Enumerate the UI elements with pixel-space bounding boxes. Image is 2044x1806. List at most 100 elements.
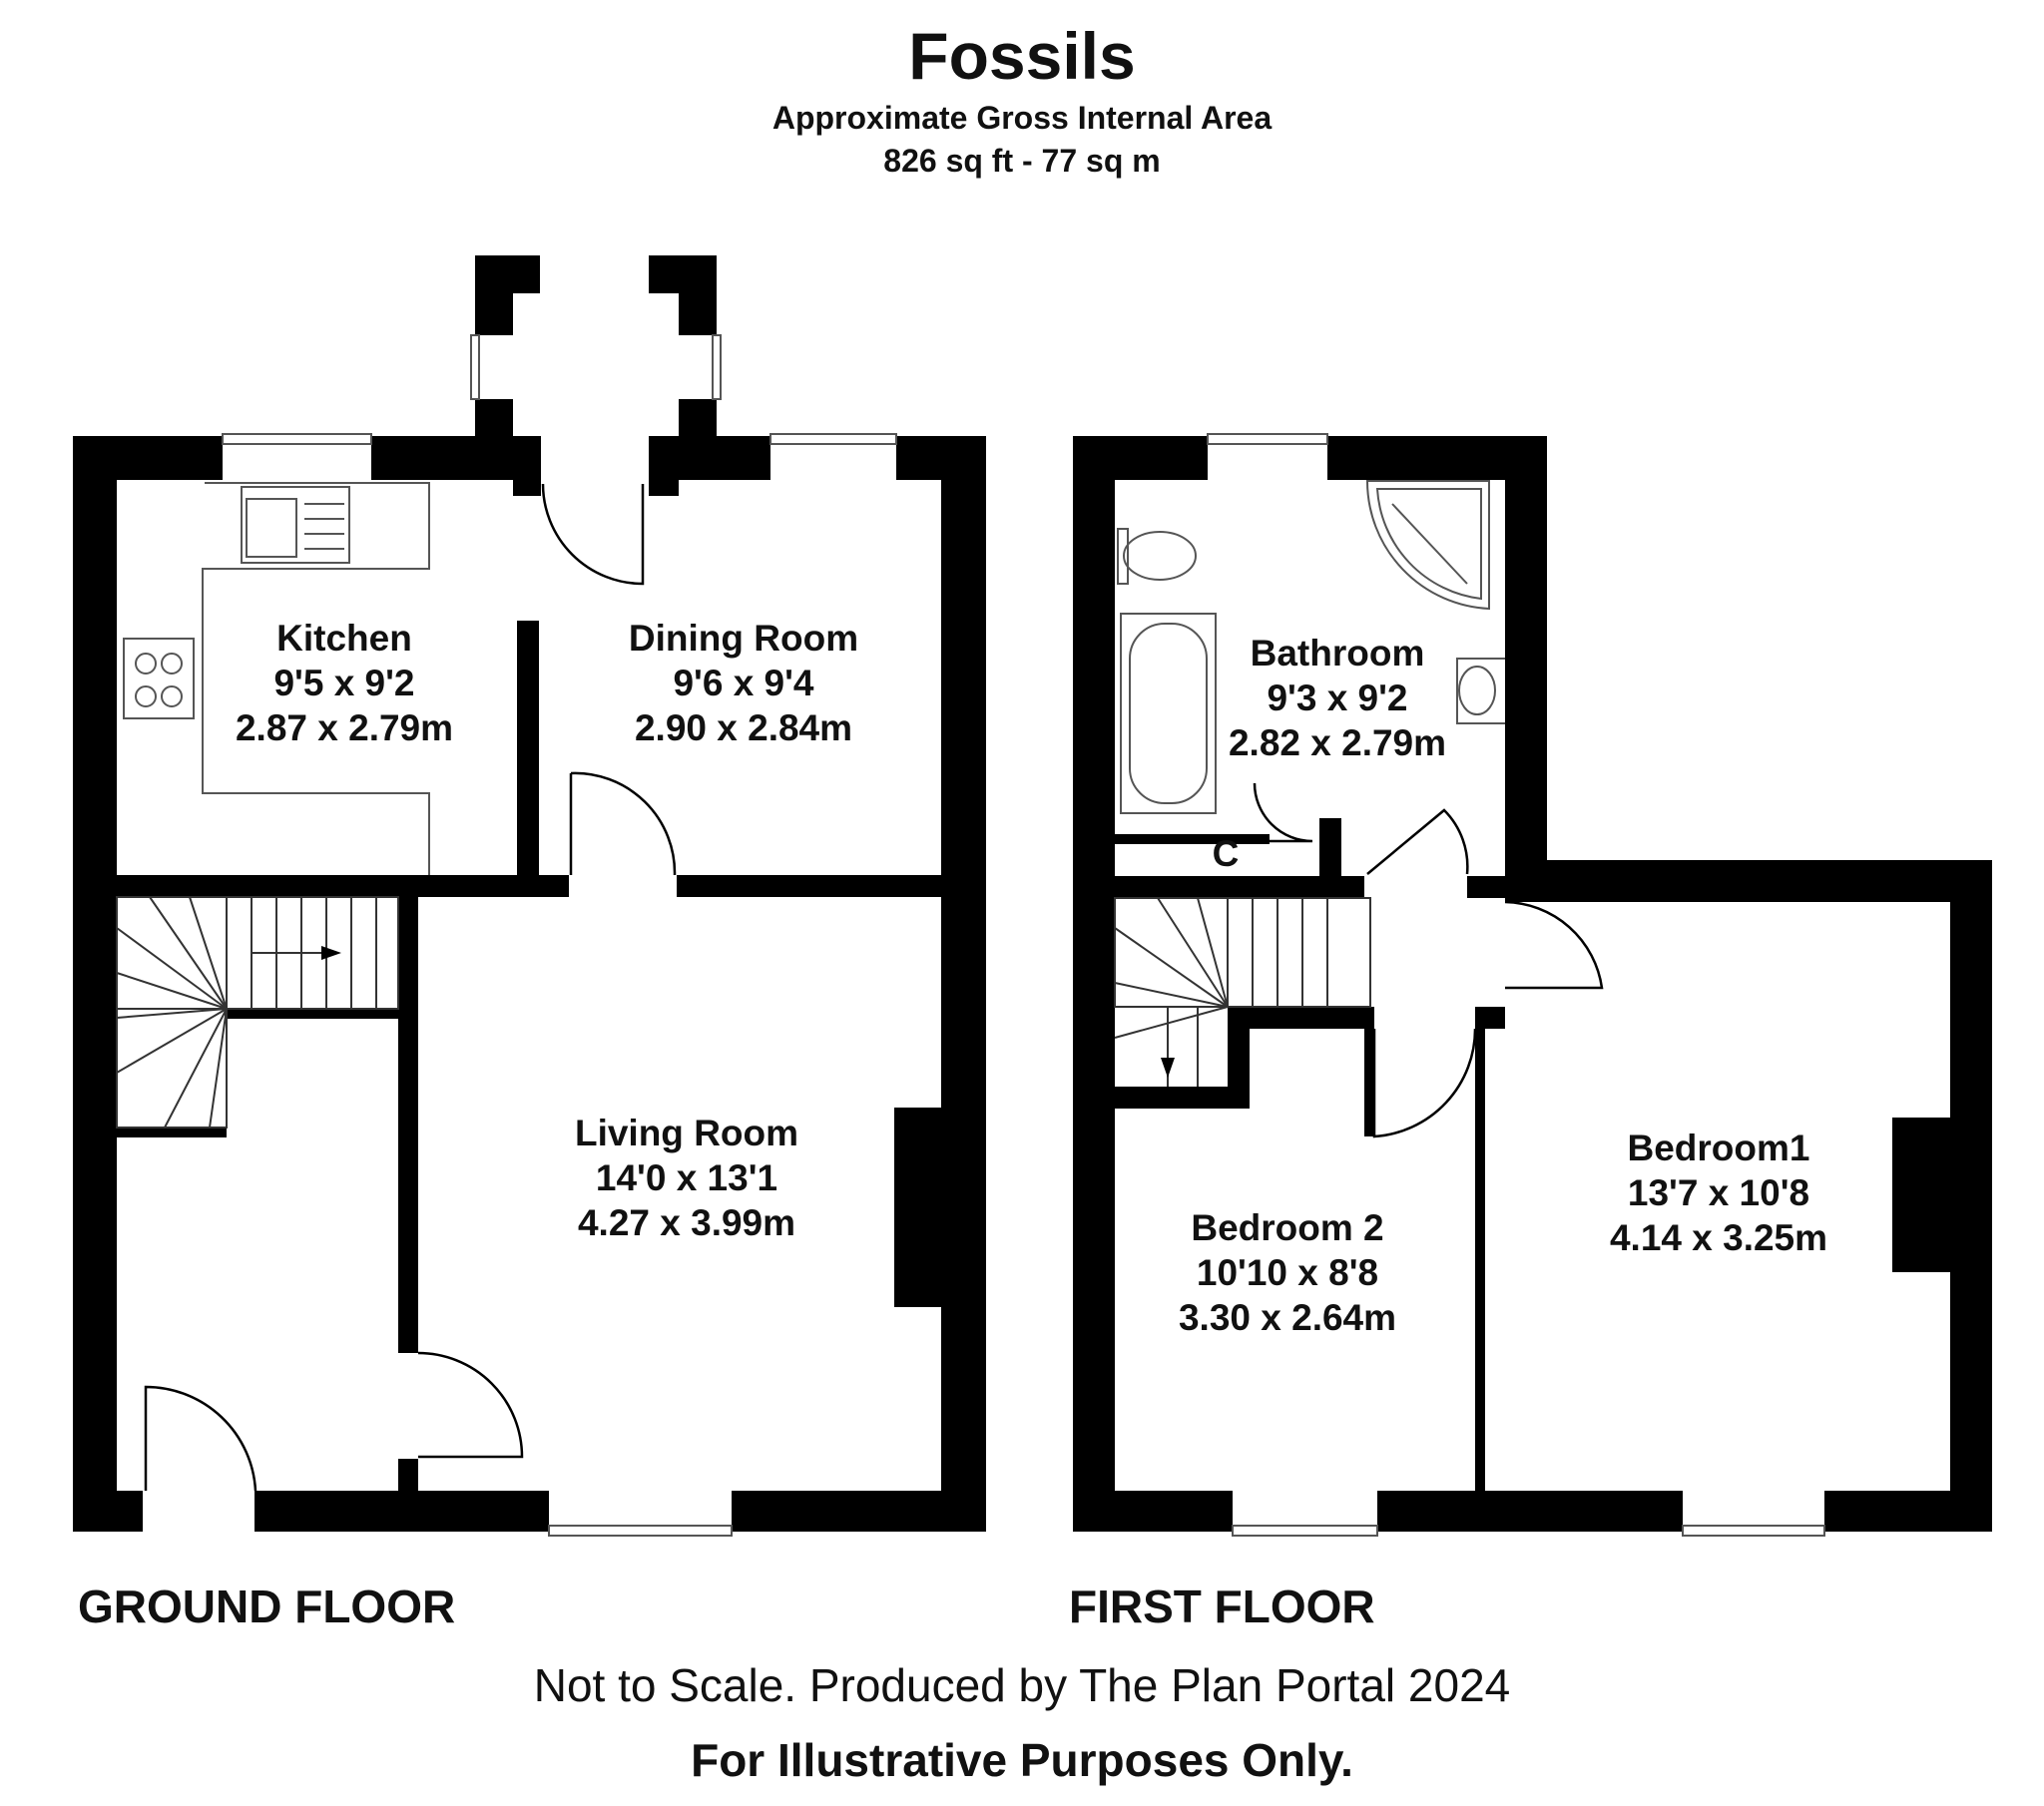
ground-south-wall-segment <box>255 1491 549 1532</box>
porch-door <box>541 483 645 586</box>
living-room-metric: 4.27 x 3.99m <box>578 1202 795 1243</box>
cupboard-north-wall <box>1115 834 1270 844</box>
bedroom1-metric: 4.14 x 3.25m <box>1610 1217 1827 1258</box>
stairwell-wall <box>1228 1007 1250 1107</box>
ground-south-wall-segment <box>732 1491 986 1532</box>
hob <box>123 638 195 719</box>
living-west-wall-end <box>398 1459 418 1491</box>
porch-wall <box>679 255 717 335</box>
bathroom-fittings <box>1117 480 1505 814</box>
bathroom-metric: 2.82 x 2.79m <box>1229 722 1446 763</box>
toilet-cistern <box>1117 528 1129 585</box>
landing-north-wall <box>1115 876 1364 898</box>
plan-title: Fossils <box>908 19 1136 93</box>
living-chimney-breast <box>894 1108 941 1307</box>
dining-window <box>769 433 897 445</box>
stairwell-wall <box>1228 1007 1370 1029</box>
kitchen-dining-partition <box>517 621 539 897</box>
dining-room-name: Dining Room <box>629 618 858 659</box>
cupboard-east-wall <box>1319 818 1341 898</box>
living-window <box>548 1525 733 1537</box>
first-south-wall-segment <box>1824 1491 1992 1532</box>
bedroom-partition <box>1475 1007 1485 1491</box>
living-room-imperial: 14'0 x 13'1 <box>596 1157 777 1198</box>
stair-direction-arrow <box>321 946 341 960</box>
bedroom2-north-wall <box>1364 1007 1374 1136</box>
hob-ring <box>161 685 183 707</box>
dining-room-metric: 2.90 x 2.84m <box>635 707 852 748</box>
first-staircase <box>1114 897 1371 1087</box>
kitchen-south-wall <box>117 875 569 897</box>
stairwell-south-wall <box>1115 1087 1250 1109</box>
living-room-name: Living Room <box>575 1113 798 1153</box>
ground-north-wall-segment <box>73 436 223 480</box>
bathroom-name: Bathroom <box>1251 633 1425 674</box>
kitchen-metric: 2.87 x 2.79m <box>236 707 453 748</box>
hob-ring <box>161 653 183 675</box>
bedroom2-window <box>1232 1525 1378 1537</box>
bathroom-east-wall <box>1505 436 1547 901</box>
bedroom1-chimney-breast <box>1892 1118 1950 1272</box>
kitchen-window <box>222 433 372 445</box>
first-west-wall <box>1073 436 1115 1532</box>
living-hall-door <box>417 1351 524 1459</box>
bathroom-door <box>1366 808 1469 875</box>
stair-direction-arrow <box>1161 1058 1175 1078</box>
bathroom-imperial: 9'3 x 9'2 <box>1267 677 1407 718</box>
sink-bowl <box>246 498 297 558</box>
first-south-wall-segment <box>1377 1491 1683 1532</box>
bedroom1-name: Bedroom1 <box>1628 1128 1810 1168</box>
ground-floor-label: GROUND FLOOR <box>78 1580 456 1632</box>
hob-ring <box>135 653 157 675</box>
porch-window <box>712 334 722 400</box>
bedroom1-window <box>1682 1525 1825 1537</box>
bedroom1-imperial: 13'7 x 10'8 <box>1628 1172 1809 1213</box>
dining-south-wall <box>677 875 941 897</box>
first-north-wall-segment <box>1073 436 1208 480</box>
ground-east-wall <box>941 436 986 1532</box>
cupboard-door <box>1253 782 1313 843</box>
first-south-wall-segment <box>1073 1491 1233 1532</box>
bedroom1-north-wall <box>1505 860 1992 902</box>
porch-wall <box>649 436 679 496</box>
shower-tray <box>1365 480 1490 611</box>
front-door <box>144 1385 257 1492</box>
hob-ring <box>135 685 157 707</box>
living-dining-door <box>569 771 677 876</box>
disclaimer: For Illustrative Purposes Only. <box>691 1734 1353 1786</box>
first-floor-label: FIRST FLOOR <box>1069 1580 1375 1632</box>
porch-wall <box>513 436 541 496</box>
bedroom2-door <box>1372 1028 1477 1138</box>
kitchen-name: Kitchen <box>276 618 412 659</box>
bathroom-window <box>1207 433 1328 445</box>
bathroom-door-jamb <box>1467 876 1505 898</box>
kitchen-sink <box>241 486 350 564</box>
scale-note: Not to Scale. Produced by The Plan Porta… <box>533 1659 1511 1711</box>
ground-staircase <box>116 896 399 1129</box>
stair-landing-wall <box>225 1009 398 1019</box>
porch-wall <box>475 255 513 335</box>
ground-floor-plan: Kitchen 9'5 x 9'2 2.87 x 2.79m Dining Ro… <box>73 255 986 1537</box>
bedroom2-name: Bedroom 2 <box>1191 1207 1383 1248</box>
living-west-wall <box>398 897 418 1353</box>
porch-window <box>470 334 480 400</box>
area-caption: Approximate Gross Internal Area <box>771 100 1273 136</box>
porch-wall <box>679 399 717 459</box>
kitchen-imperial: 9'5 x 9'2 <box>273 663 414 703</box>
ground-south-wall-segment <box>73 1491 143 1532</box>
ground-north-wall-segment <box>896 436 986 480</box>
toilet-bowl <box>1123 531 1197 581</box>
wash-basin <box>1456 658 1505 724</box>
kitchen-worktop <box>202 482 430 875</box>
cupboard-label: C <box>1213 833 1240 874</box>
bedroom2-metric: 3.30 x 2.64m <box>1179 1297 1396 1338</box>
dining-room-imperial: 9'6 x 9'4 <box>673 663 813 703</box>
bedroom1-door <box>1504 900 1604 990</box>
first-floor-plan: Bathroom 9'3 x 9'2 2.82 x 2.79m C Bedroo… <box>1073 433 1992 1537</box>
gross-area-value: 826 sq ft - 77 sq m <box>883 143 1161 179</box>
ground-west-wall <box>73 436 117 1532</box>
porch-wall <box>475 399 513 459</box>
first-east-wall <box>1950 860 1992 1532</box>
bath <box>1120 613 1217 814</box>
